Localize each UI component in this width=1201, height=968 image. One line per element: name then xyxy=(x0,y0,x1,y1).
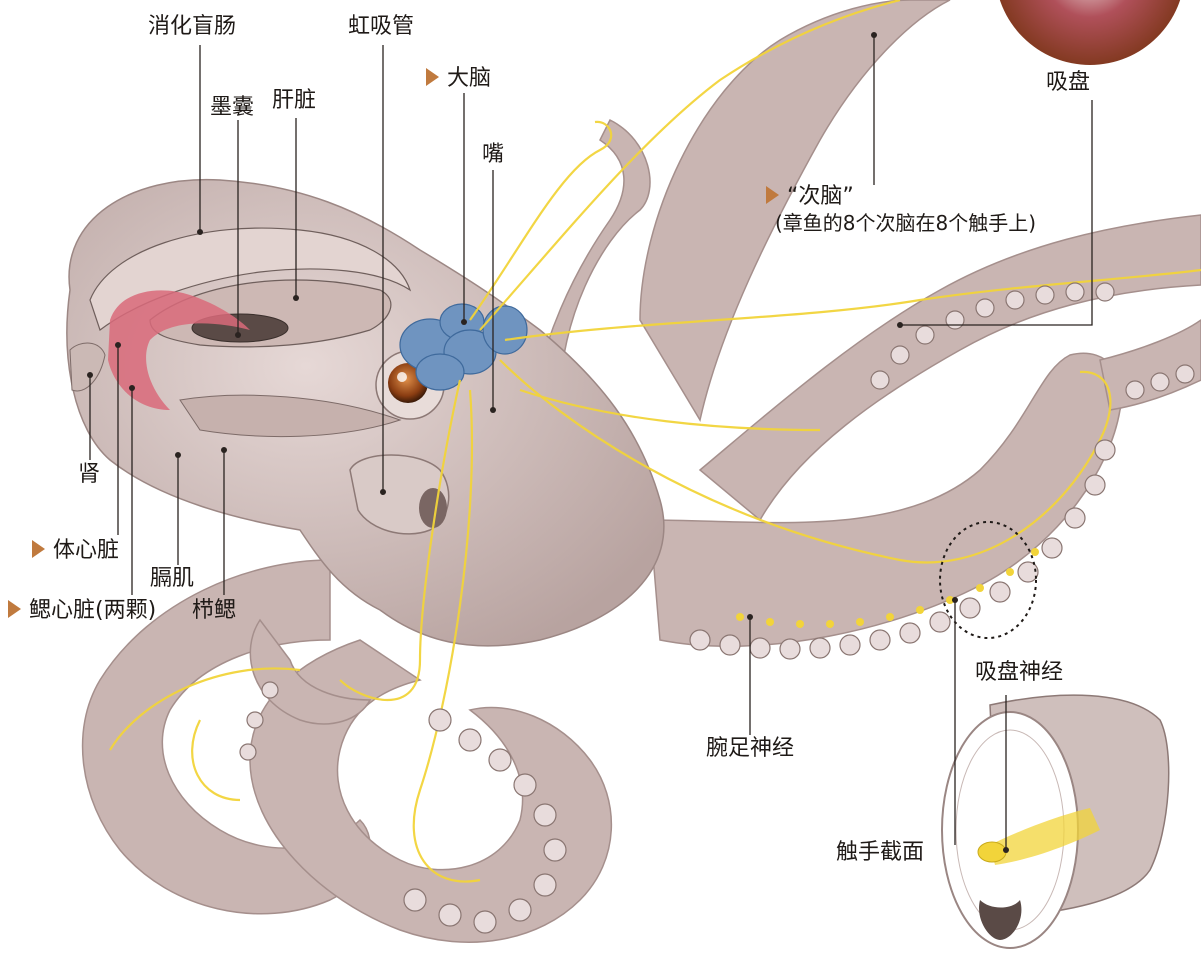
label-sucker-nerve: 吸盘神经 xyxy=(975,660,1063,685)
label-mantle-muscle: 膈肌 xyxy=(150,566,194,591)
label-kidney: 肾 xyxy=(78,462,100,487)
marker-triangle-icon xyxy=(8,600,21,618)
arm-cross-section-illustration xyxy=(942,695,1169,948)
label-gill-hearts: 鳃心脏(两颗) xyxy=(8,598,156,623)
label-ink-sac: 墨囊 xyxy=(210,95,254,120)
label-systemic-heart: 体心脏 xyxy=(32,538,119,563)
label-siphon: 虹吸管 xyxy=(348,14,414,39)
label-liver: 肝脏 xyxy=(272,88,316,113)
sucker-photo xyxy=(995,0,1185,65)
label-sucker: 吸盘 xyxy=(1046,70,1090,95)
marker-triangle-icon xyxy=(426,68,439,86)
label-sub-brain-note: (章鱼的8个次脑在8个触手上) xyxy=(775,212,1036,235)
label-gills: 栉鳃 xyxy=(192,598,236,623)
marker-triangle-icon xyxy=(32,540,45,558)
label-brachial-nerve: 腕足神经 xyxy=(706,736,794,761)
label-gill-hearts-text: 鳃心脏(两颗) xyxy=(29,598,156,623)
label-arm-cross-section: 触手截面 xyxy=(836,840,924,865)
label-systemic-heart-text: 体心脏 xyxy=(53,538,119,563)
marker-triangle-icon xyxy=(766,186,779,204)
label-sub-brain-line1: “次脑” xyxy=(787,184,854,209)
label-sub-brain: “次脑” xyxy=(766,184,854,209)
label-brain-text: 大脑 xyxy=(447,66,491,91)
label-brain: 大脑 xyxy=(426,66,491,91)
label-mouth: 嘴 xyxy=(482,142,504,167)
label-digestive-cecum: 消化盲肠 xyxy=(148,14,236,39)
